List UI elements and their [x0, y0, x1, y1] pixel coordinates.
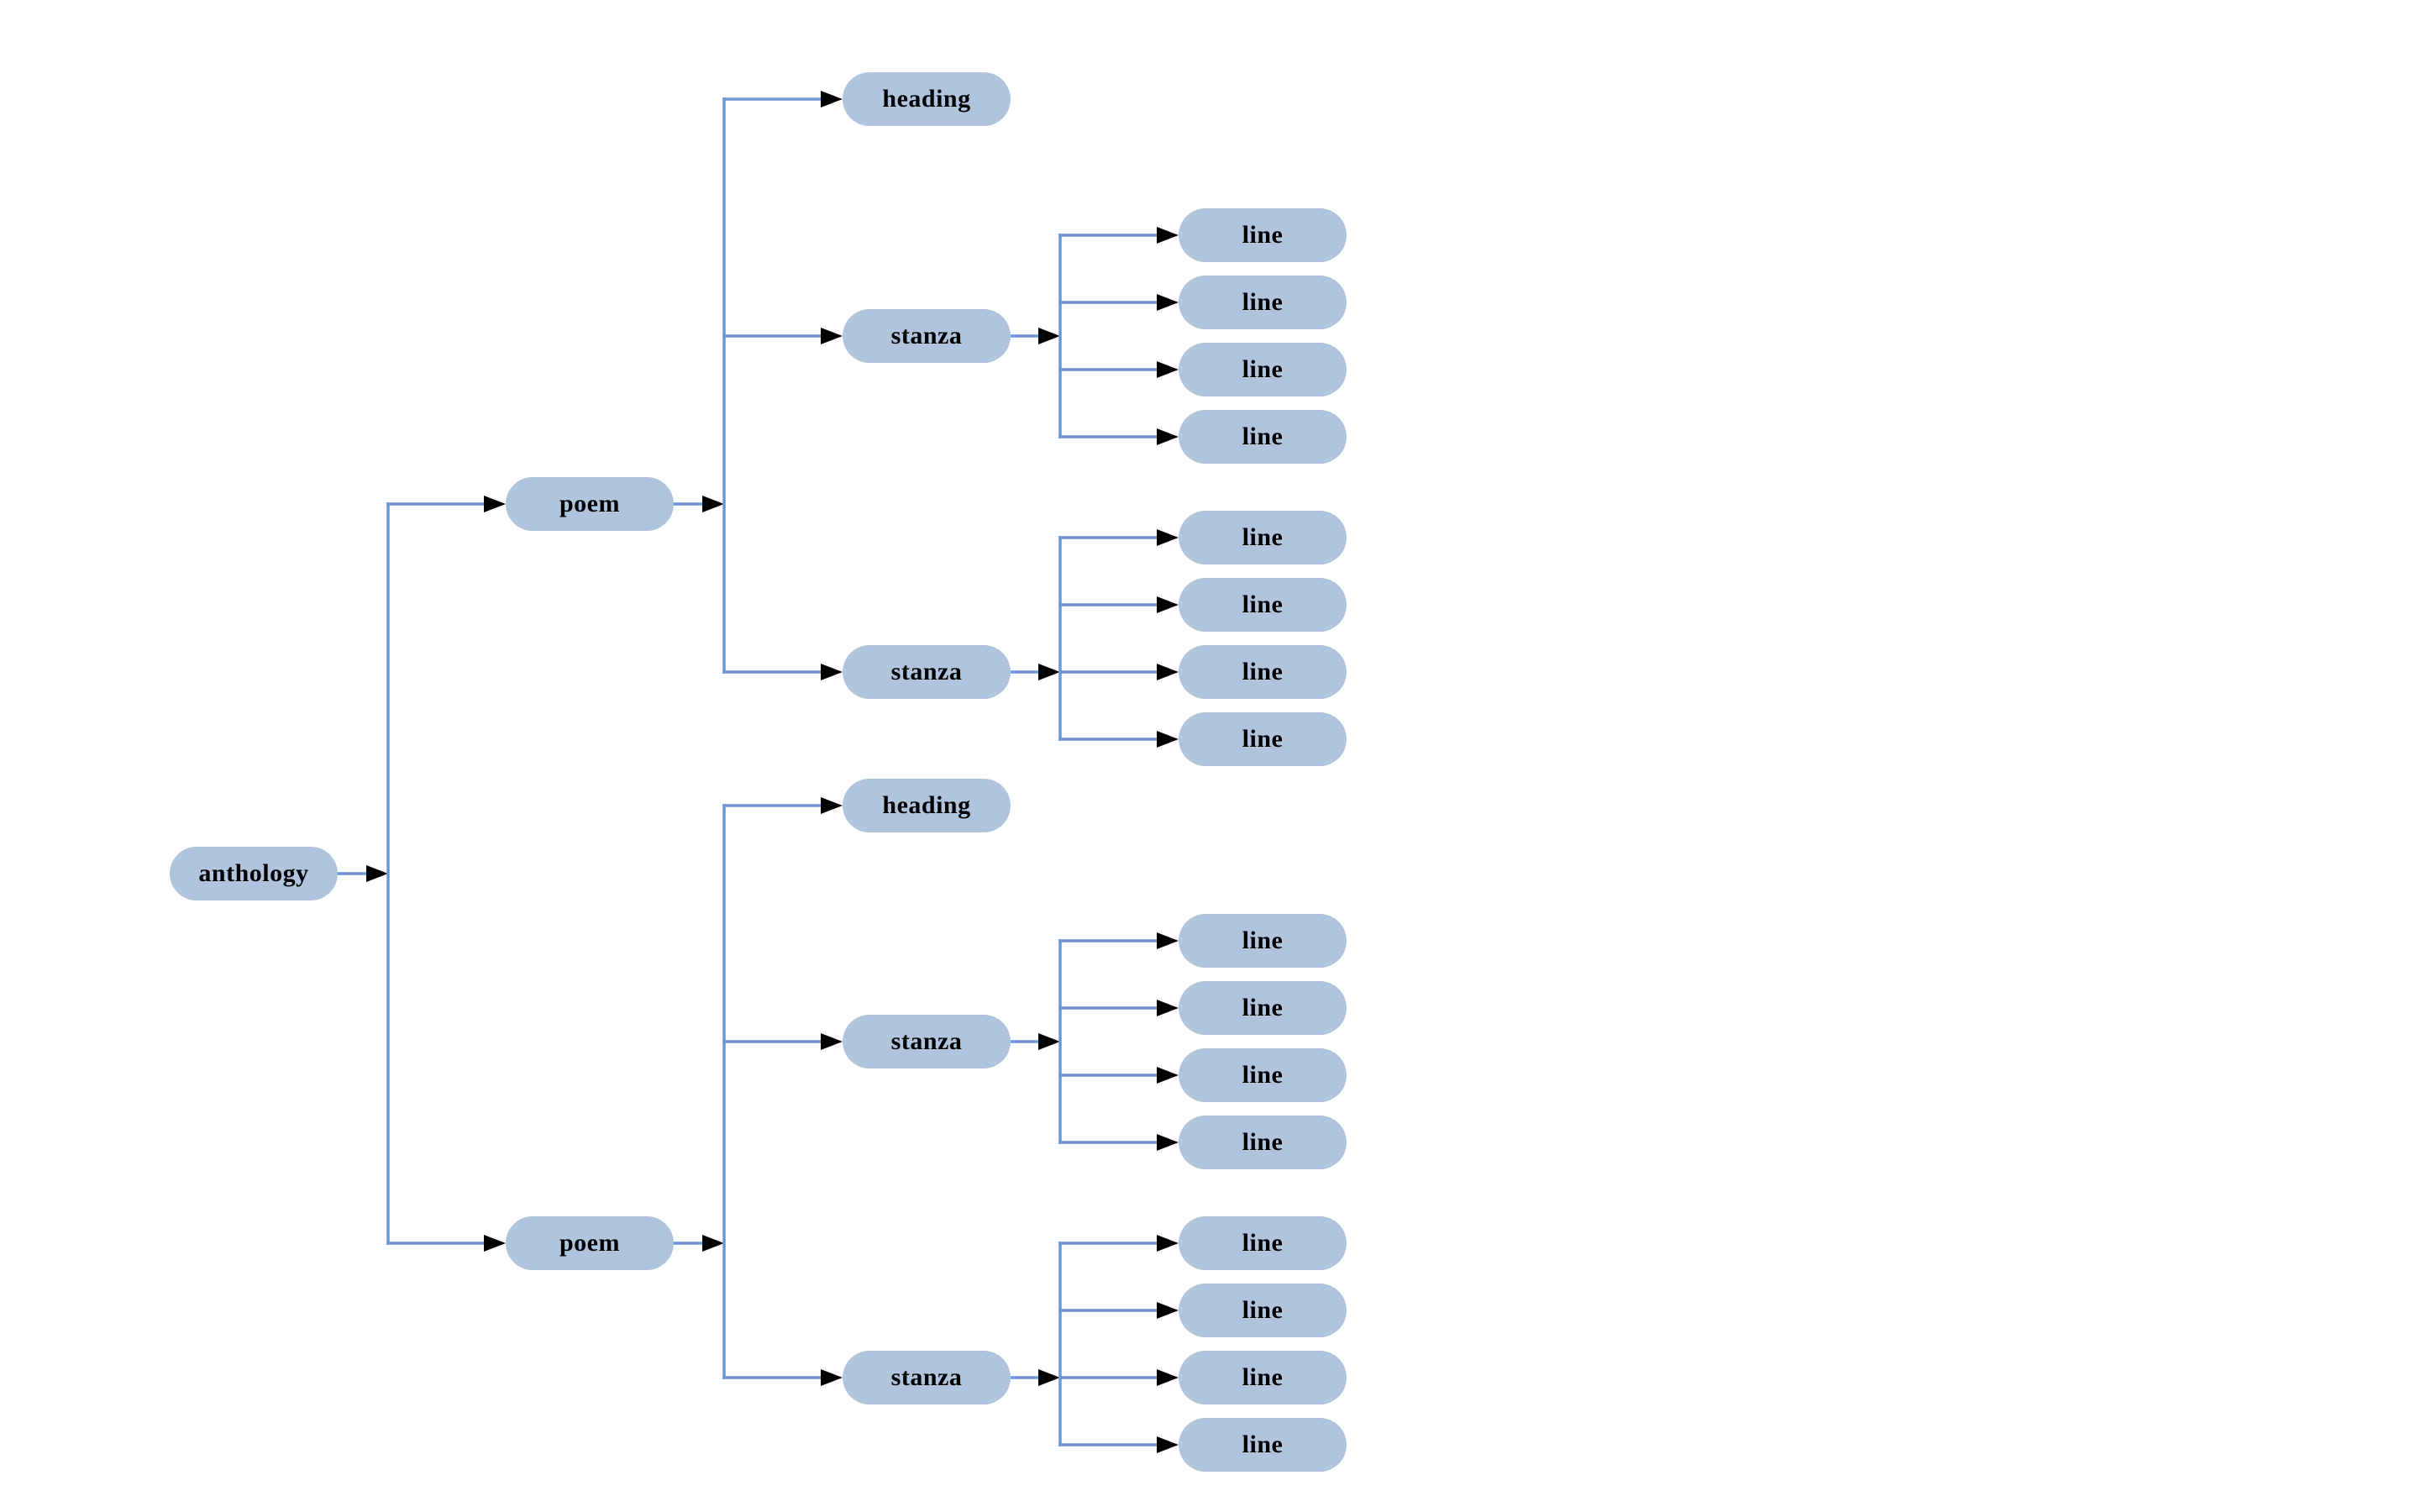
arrowhead-icon: [821, 797, 843, 814]
node-stanza-3: stanza: [843, 1015, 1011, 1068]
arrowhead-icon: [821, 328, 843, 344]
node-line-8: line: [1179, 712, 1347, 766]
arrowhead-icon: [1157, 1134, 1179, 1151]
arrowhead-icon: [366, 865, 388, 882]
node-stanza-1: stanza: [843, 309, 1011, 363]
node-line-1: line: [1179, 208, 1347, 262]
arrowhead-icon: [1157, 664, 1179, 680]
arrowhead-icon: [1157, 361, 1179, 378]
node-line-9: line: [1179, 914, 1347, 968]
node-line-11: line: [1179, 1048, 1347, 1102]
arrowhead-icon: [1038, 1033, 1060, 1050]
node-stanza-4: stanza: [843, 1351, 1011, 1404]
arrowhead-icon: [702, 1235, 724, 1252]
node-line-3: line: [1179, 343, 1347, 396]
arrowhead-icon: [1157, 294, 1179, 311]
node-line-7: line: [1179, 645, 1347, 699]
node-heading-2: heading: [843, 779, 1011, 832]
node-heading-1: heading: [843, 72, 1011, 126]
node-line-10: line: [1179, 981, 1347, 1035]
node-line-5: line: [1179, 511, 1347, 564]
arrowhead-icon: [1157, 596, 1179, 613]
node-line-6: line: [1179, 578, 1347, 632]
node-line-4: line: [1179, 410, 1347, 464]
arrowhead-icon: [821, 1033, 843, 1050]
arrowhead-icon: [1157, 1302, 1179, 1319]
arrowhead-icon: [821, 1369, 843, 1386]
arrowhead-icon: [821, 664, 843, 680]
node-poem-1: poem: [506, 477, 674, 531]
arrowhead-icon: [1038, 664, 1060, 680]
arrowhead-icon: [1038, 1369, 1060, 1386]
arrowhead-icon: [1038, 328, 1060, 344]
node-anthology: anthology: [170, 847, 338, 900]
arrowhead-icon: [702, 496, 724, 512]
arrowhead-icon: [1157, 1067, 1179, 1084]
node-line-16: line: [1179, 1418, 1347, 1472]
arrowhead-icon: [1157, 1436, 1179, 1453]
arrowhead-icon: [484, 496, 506, 512]
node-line-13: line: [1179, 1216, 1347, 1270]
arrowhead-icon: [1157, 1000, 1179, 1016]
arrowhead-icon: [1157, 1369, 1179, 1386]
arrowhead-icon: [1157, 731, 1179, 748]
node-line-14: line: [1179, 1284, 1347, 1337]
node-line-2: line: [1179, 276, 1347, 329]
arrowhead-icon: [484, 1235, 506, 1252]
node-line-15: line: [1179, 1351, 1347, 1404]
node-stanza-2: stanza: [843, 645, 1011, 699]
node-poem-2: poem: [506, 1216, 674, 1270]
arrowhead-icon: [1157, 428, 1179, 445]
node-line-12: line: [1179, 1116, 1347, 1169]
arrowhead-icon: [1157, 932, 1179, 949]
arrowhead-icon: [1157, 529, 1179, 546]
arrowhead-icon: [821, 91, 843, 108]
arrowhead-icon: [1157, 1235, 1179, 1252]
arrowhead-icon: [1157, 227, 1179, 244]
